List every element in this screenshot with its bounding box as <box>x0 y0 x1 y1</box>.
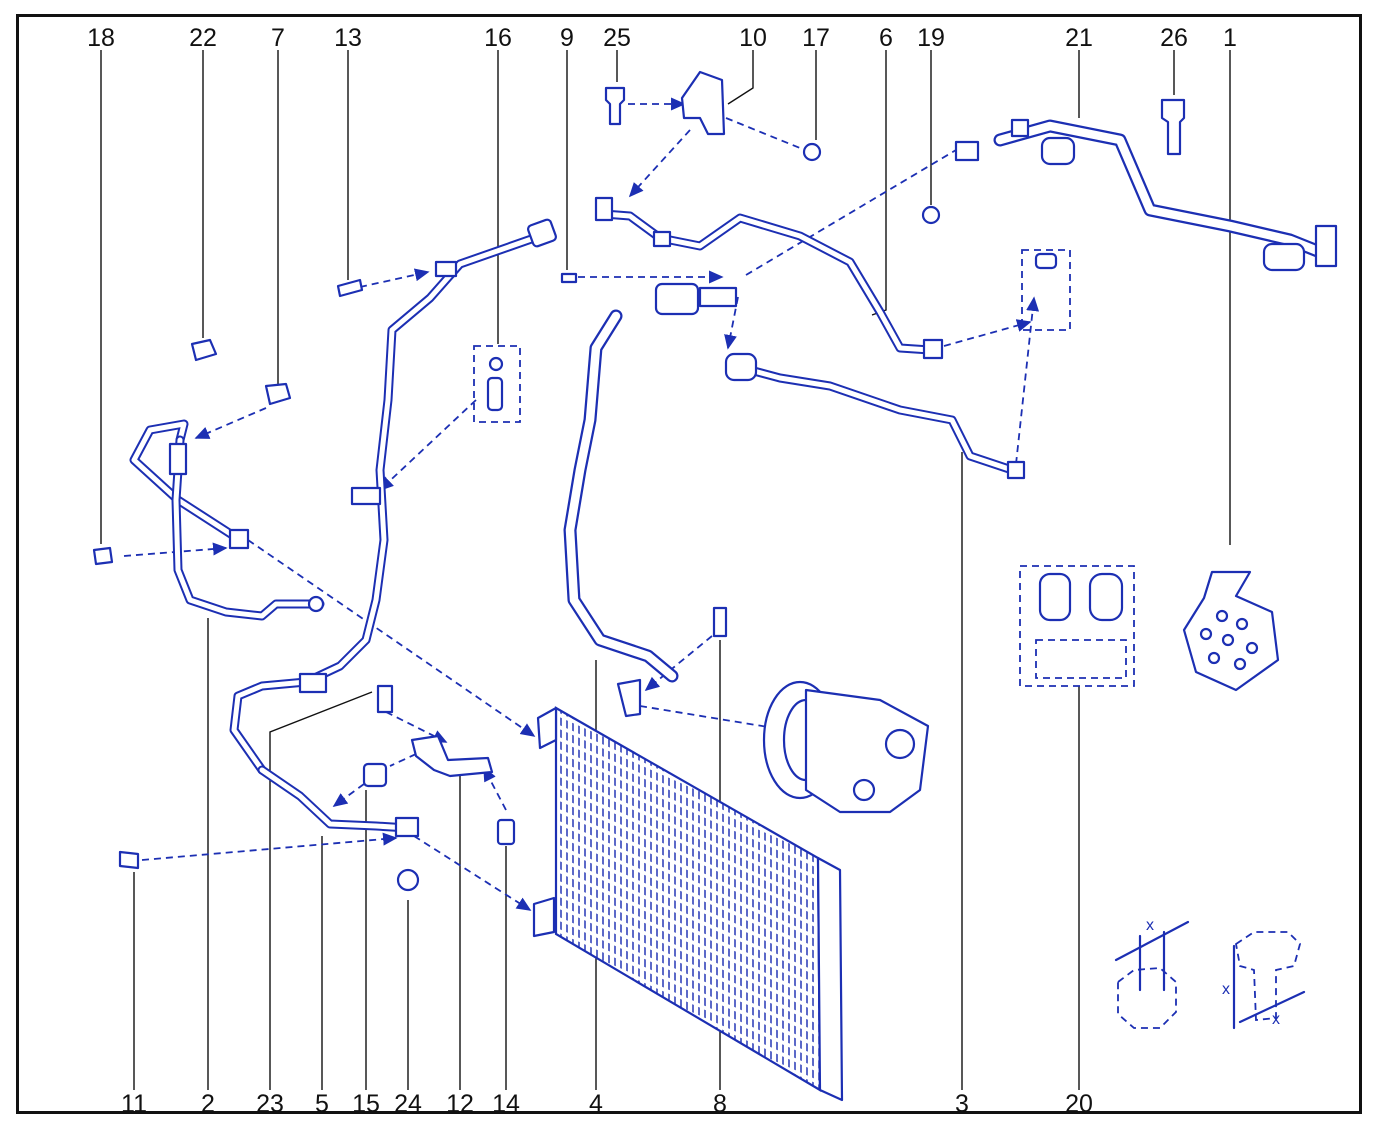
hose-21 <box>954 118 1338 272</box>
callout-14: 14 <box>492 1090 520 1118</box>
callout-20: 20 <box>1065 1090 1093 1118</box>
callout-18: 18 <box>87 24 115 52</box>
callout-25: 25 <box>603 24 631 52</box>
callout-21: 21 <box>1065 24 1093 52</box>
dimension-label-nut: x <box>1146 917 1154 934</box>
callout-10: 10 <box>739 24 767 52</box>
callout-1: 1 <box>1223 24 1237 52</box>
pipe-2 <box>129 419 325 621</box>
pipe-3 <box>724 352 1026 480</box>
dimension-label-bolt-width: x <box>1272 1011 1280 1028</box>
dimension-label-bolt-length: x <box>1222 981 1230 998</box>
callout-22: 22 <box>189 24 217 52</box>
pipe-5 <box>257 765 420 838</box>
small-parts <box>92 70 1186 892</box>
condenser <box>532 706 844 1102</box>
callout-4: 4 <box>589 1090 603 1118</box>
cap-set-20 <box>1019 565 1135 687</box>
expansion-valve <box>1021 249 1071 331</box>
callout-13: 13 <box>334 24 362 52</box>
hose-4 <box>563 282 738 718</box>
drier-16-inset <box>473 345 521 423</box>
callout-23: 23 <box>256 1090 284 1118</box>
callout-5: 5 <box>315 1090 329 1118</box>
callout-8: 8 <box>713 1090 727 1118</box>
callout-12: 12 <box>446 1090 474 1118</box>
callout-11: 11 <box>121 1090 147 1118</box>
callout-3: 3 <box>955 1090 969 1118</box>
callout-19: 19 <box>917 24 945 52</box>
dimension-insets <box>1114 920 1306 1030</box>
callout-24: 24 <box>394 1090 422 1118</box>
callout-9: 9 <box>560 24 574 52</box>
callout-17: 17 <box>802 24 830 52</box>
compressor <box>762 680 930 814</box>
callout-2: 2 <box>201 1090 215 1118</box>
callout-6: 6 <box>879 24 893 52</box>
callout-15: 15 <box>352 1090 380 1118</box>
pipe-13 <box>229 218 558 775</box>
callout-26: 26 <box>1160 24 1188 52</box>
pipe-6 <box>594 196 944 360</box>
leader-lines <box>100 50 1231 1090</box>
seal-kit-1 <box>1182 570 1280 692</box>
callout-16: 16 <box>484 24 512 52</box>
callout-7: 7 <box>271 24 285 52</box>
